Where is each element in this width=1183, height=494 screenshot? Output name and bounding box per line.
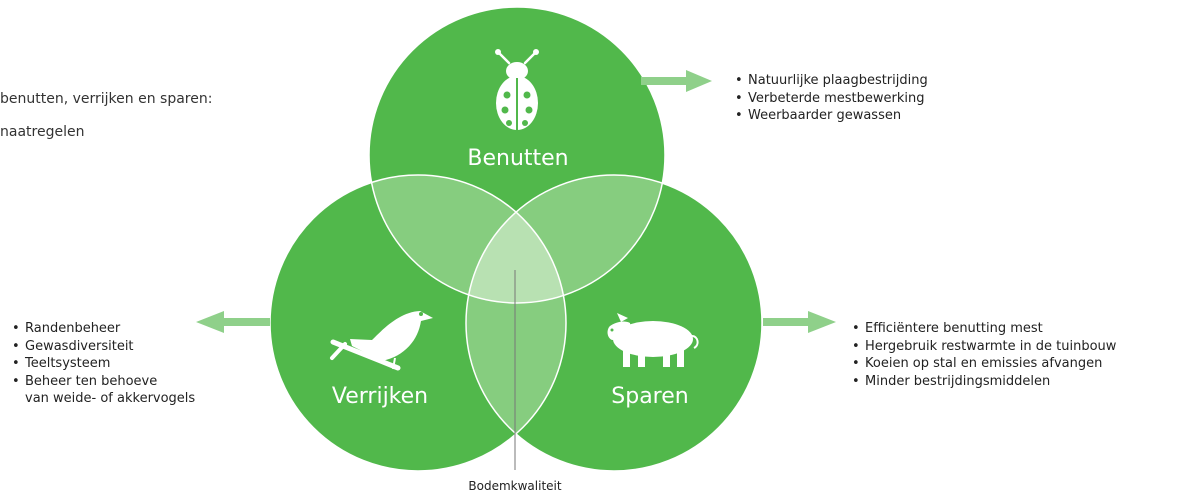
list-item: Verbeterde mestbewerking xyxy=(733,90,928,108)
label-verrijken: Verrijken xyxy=(331,384,429,409)
label-benutten: Benutten xyxy=(467,146,569,171)
sparen-bullet-list: Efficiëntere benutting mest Hergebruik r… xyxy=(850,320,1116,390)
list-item-line: Beheer ten behoeve xyxy=(25,373,158,389)
list-item: Natuurlijke plaagbestrijding xyxy=(733,72,928,90)
list-item: Teeltsysteem xyxy=(10,355,195,373)
arrow-sparen xyxy=(763,311,836,333)
list-item: Minder bestrijdingsmiddelen xyxy=(850,373,1116,391)
list-item: Gewasdiversiteit xyxy=(10,338,195,356)
pig-icon xyxy=(607,313,699,367)
overlap-center xyxy=(466,175,566,303)
intro-line-2: naatregelen xyxy=(0,124,85,140)
intro-line-1: benutten, verrijken en sparen: xyxy=(0,91,213,107)
label-sparen: Sparen xyxy=(611,384,689,409)
arrow-benutten xyxy=(641,70,712,92)
list-item: Weerbaarder gewassen xyxy=(733,107,928,125)
list-item: Hergebruik restwarmte in de tuinbouw xyxy=(850,338,1116,356)
list-item: Randenbeheer xyxy=(10,320,195,338)
list-item: Koeien op stal en emissies afvangen xyxy=(850,355,1116,373)
arrow-verrijken xyxy=(196,311,270,333)
bird-icon xyxy=(330,311,433,371)
verrijken-bullet-list: Randenbeheer Gewasdiversiteit Teeltsyste… xyxy=(10,320,195,408)
benutten-bullet-list: Natuurlijke plaagbestrijding Verbeterde … xyxy=(733,72,928,125)
center-label: Bodemkwaliteit xyxy=(468,479,562,493)
list-item: Beheer ten behoeve van weide- of akkervo… xyxy=(10,373,195,408)
ladybug-icon xyxy=(495,49,539,130)
list-item: Efficiëntere benutting mest xyxy=(850,320,1116,338)
list-item-line: van weide- of akkervogels xyxy=(25,391,196,406)
